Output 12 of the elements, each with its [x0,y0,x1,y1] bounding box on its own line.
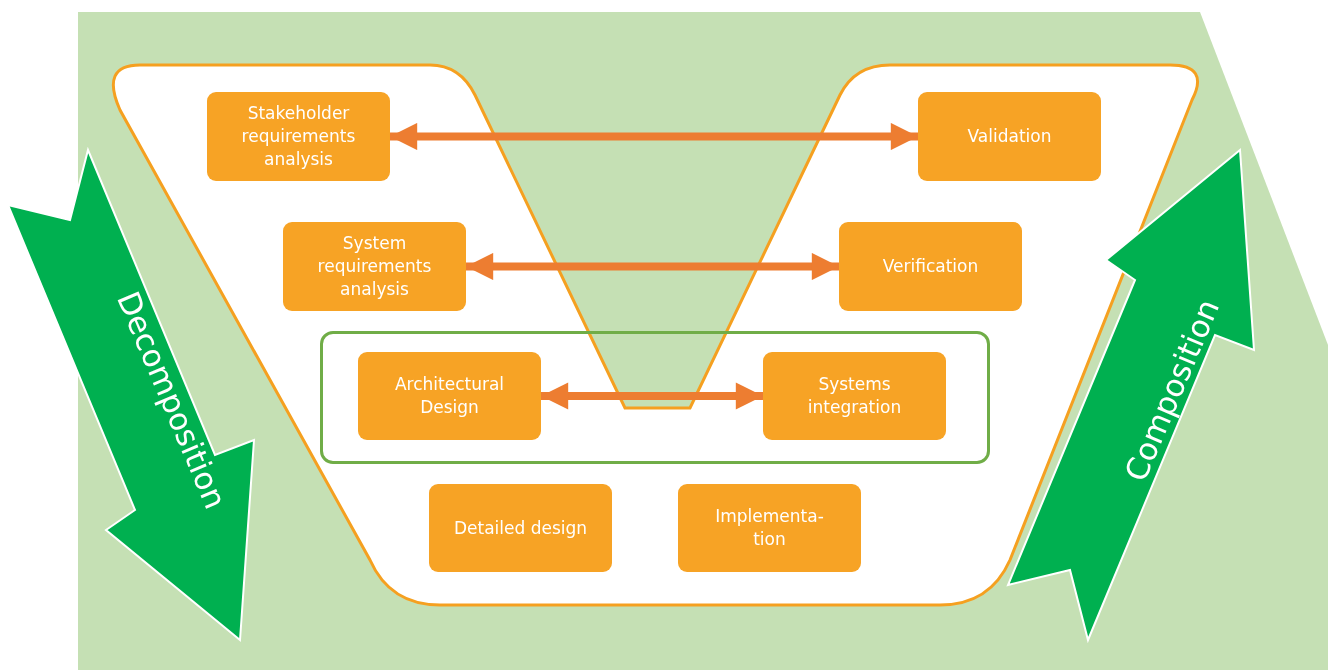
process-box: Systems integration [763,352,946,440]
process-box: Stakeholder requirements analysis [207,92,390,181]
group-frame [320,331,990,464]
process-box: Detailed design [429,484,612,572]
double-arrow [541,382,763,410]
process-box: Validation [918,92,1101,181]
double-arrow [390,122,918,151]
process-box: System requirements analysis [283,222,466,311]
process-box: Verification [839,222,1022,311]
process-box: Implementa-tion [678,484,861,572]
process-box: Architectural Design [358,352,541,440]
double-arrow [466,252,839,281]
